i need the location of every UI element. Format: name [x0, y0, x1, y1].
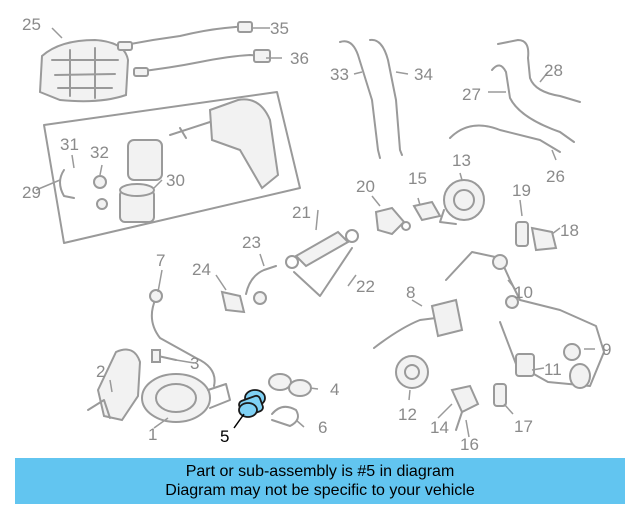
callout-3: 3 — [190, 354, 199, 373]
part-17-gasket — [493, 383, 507, 407]
callout-20: 20 — [356, 177, 375, 196]
part-6-clamp — [271, 405, 299, 427]
callout-18: 18 — [560, 221, 579, 240]
part-29-31-hose — [59, 169, 75, 199]
callout-19: 19 — [512, 181, 531, 200]
leader-5 — [233, 413, 245, 429]
callout-7: 7 — [156, 251, 165, 270]
part-14-16-bracket — [450, 384, 480, 431]
callout-30: 30 — [166, 171, 185, 190]
part-5-highlighted — [238, 389, 266, 418]
part-15-gasket — [412, 200, 442, 222]
part-36-sensor — [133, 49, 271, 77]
part-12-valve — [395, 355, 429, 389]
info-banner: Part or sub-assembly is #5 in diagram Di… — [15, 458, 625, 504]
inset-bracket — [208, 98, 280, 190]
part-7-pipe — [149, 289, 216, 387]
leader-lines — [35, 27, 595, 438]
part-3-bolt — [151, 349, 177, 363]
callout-22: 22 — [356, 277, 375, 296]
part-35-sensor — [117, 21, 253, 51]
part-30-solenoid — [119, 183, 155, 223]
part-20-valve — [374, 206, 411, 236]
part-11-gasket — [515, 343, 581, 377]
callout-28: 28 — [544, 61, 563, 80]
inset-valve — [127, 121, 211, 181]
part-1-air-pump — [141, 373, 231, 423]
callout-10: 10 — [514, 283, 533, 302]
callout-2: 2 — [96, 362, 105, 381]
callout-35: 35 — [270, 19, 289, 38]
part-22-clamps — [285, 229, 359, 297]
part-13-pump — [439, 179, 485, 225]
callout-13: 13 — [452, 151, 471, 170]
callout-23: 23 — [242, 233, 261, 252]
callout-32: 32 — [90, 143, 109, 162]
callout-34: 34 — [414, 65, 433, 84]
callout-15: 15 — [408, 169, 427, 188]
part-33-34-pipes — [339, 38, 403, 159]
callout-9: 9 — [602, 340, 611, 359]
part-23-pipe — [245, 265, 277, 305]
callout-4: 4 — [330, 380, 339, 399]
callout-8: 8 — [406, 283, 415, 302]
part-25-housing — [38, 38, 130, 103]
callout-26: 26 — [546, 167, 565, 186]
part-26-27-28-pipes — [449, 39, 581, 153]
banner-line-1: Part or sub-assembly is #5 in diagram — [185, 463, 455, 480]
callout-1: 1 — [148, 425, 157, 444]
part-19-gasket — [515, 221, 529, 247]
callout-27: 27 — [462, 85, 481, 104]
callout-31: 31 — [60, 135, 79, 154]
part-2-bracket — [87, 348, 142, 422]
part-24-gasket — [220, 290, 246, 314]
callout-36: 36 — [290, 49, 309, 68]
inset-panel — [43, 91, 301, 244]
parts-diagram: 1 2 3 4 5 6 7 8 9 10 11 12 13 14 15 16 1… — [22, 15, 611, 454]
callout-21: 21 — [292, 203, 311, 222]
callout-17: 17 — [514, 417, 533, 436]
callout-16: 16 — [460, 435, 479, 454]
part-9-pipe — [445, 251, 605, 389]
callout-25: 25 — [22, 15, 41, 34]
callout-11: 11 — [544, 360, 562, 379]
callout-12: 12 — [398, 405, 417, 424]
callout-14: 14 — [430, 418, 449, 437]
part-4-fitting — [268, 373, 312, 397]
callout-5: 5 — [220, 427, 229, 446]
callout-33: 33 — [330, 65, 349, 84]
banner-line-2: Diagram may not be specific to your vehi… — [165, 482, 475, 499]
callout-6: 6 — [318, 418, 327, 437]
part-21-hose — [294, 230, 350, 268]
part-18-valve — [530, 226, 558, 252]
part-8-pipe — [373, 298, 464, 349]
callout-24: 24 — [192, 260, 211, 279]
callout-29: 29 — [22, 183, 41, 202]
part-32-fitting — [93, 175, 108, 210]
